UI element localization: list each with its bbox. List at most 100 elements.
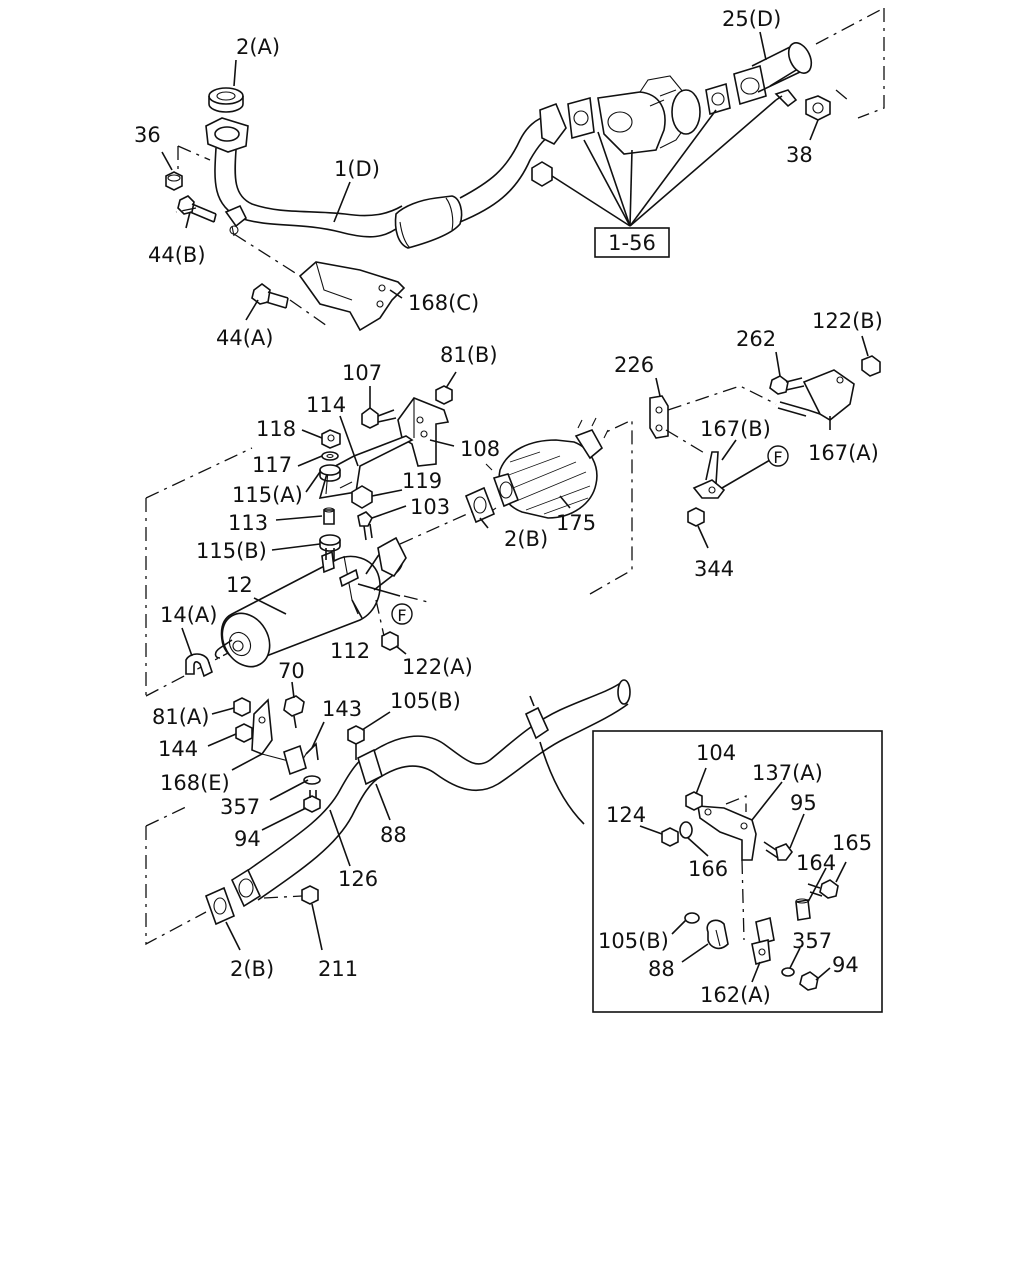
inset-clamp-88	[706, 919, 729, 950]
bolt-44b	[177, 195, 217, 223]
label-2b-mid: 2(B)	[504, 527, 548, 551]
gasket-2b-bot	[204, 886, 236, 926]
bracket-167a	[777, 369, 855, 421]
rubber-115b	[319, 534, 341, 560]
tail-pipe-126	[230, 679, 631, 908]
gasket-2b-mid	[464, 486, 496, 524]
label-124: 124	[606, 803, 646, 827]
collar-113	[323, 507, 335, 525]
hanger-226	[649, 395, 669, 439]
label-105b-inset: 105(B)	[598, 929, 669, 953]
gasket-2a	[208, 87, 244, 113]
front-exhaust-pipe-group	[205, 87, 567, 249]
label-107: 107	[342, 361, 382, 385]
circle-marker-f-right: F	[767, 445, 789, 467]
inset-nut-124	[661, 827, 679, 847]
nut-118	[321, 429, 341, 449]
nut-122a	[381, 631, 399, 651]
label-2a: 2(A)	[236, 35, 280, 59]
label-88-inset: 88	[648, 957, 675, 981]
bolt-44a	[251, 283, 289, 309]
label-108: 108	[460, 437, 500, 461]
label-114: 114	[306, 393, 346, 417]
svg-text:F: F	[773, 448, 782, 467]
part-labels: 2(A) 25(D) 36 1(D) 38 44(B) 168(C) 44(A)…	[134, 7, 883, 1007]
label-81a: 81(A)	[152, 705, 209, 729]
label-36: 36	[134, 123, 161, 147]
label-167b: 167(B)	[700, 417, 771, 441]
label-94: 94	[234, 827, 261, 851]
label-2b-bot: 2(B)	[230, 957, 274, 981]
rod-167b	[692, 451, 726, 499]
label-211: 211	[318, 957, 358, 981]
label-357-inset: 357	[792, 929, 832, 953]
label-94-inset: 94	[832, 953, 859, 977]
label-262: 262	[736, 327, 776, 351]
label-122a: 122(A)	[402, 655, 473, 679]
label-1d: 1(D)	[334, 157, 380, 181]
bolt-262	[769, 375, 805, 395]
nut-211	[301, 885, 319, 905]
label-14a: 14(A)	[160, 603, 217, 627]
svg-text:F: F	[397, 606, 406, 625]
bracket-108	[397, 397, 450, 467]
label-168e: 168(E)	[160, 771, 230, 795]
inset-nut-104	[685, 791, 703, 811]
label-103: 103	[410, 495, 450, 519]
hanger-14a	[185, 653, 213, 678]
bolt-103	[357, 511, 373, 541]
label-168c: 168(C)	[408, 291, 479, 315]
label-44b: 44(B)	[148, 243, 206, 267]
top-leader-lines	[161, 7, 885, 329]
nut-119	[351, 485, 373, 509]
bolt-70	[283, 695, 305, 729]
label-44a: 44(A)	[216, 326, 273, 350]
reference-box-1-56[interactable]: 1-56	[594, 227, 670, 258]
label-344: 344	[694, 557, 734, 581]
label-164: 164	[796, 851, 836, 875]
label-113: 113	[228, 511, 268, 535]
label-144: 144	[158, 737, 198, 761]
label-166: 166	[688, 857, 728, 881]
nut-144	[235, 723, 253, 743]
muffler-12	[214, 536, 407, 668]
inset-collar-164	[795, 898, 811, 921]
label-95: 95	[790, 791, 817, 815]
nut-36	[165, 171, 183, 191]
label-115a: 115(A)	[232, 483, 303, 507]
label-143: 143	[322, 697, 362, 721]
inset-bolt-95	[763, 841, 793, 861]
pipe-25d	[751, 42, 813, 93]
label-162a: 162(A)	[700, 983, 771, 1007]
label-167a: 167(A)	[808, 441, 879, 465]
nut-38	[805, 95, 831, 121]
label-115b: 115(B)	[196, 539, 267, 563]
washer-117	[321, 451, 339, 461]
label-175: 175	[556, 511, 596, 535]
rubber-115a	[319, 464, 341, 482]
label-117: 117	[252, 453, 292, 477]
middle-frame-lines	[145, 418, 633, 697]
label-81b: 81(B)	[440, 343, 498, 367]
label-105b: 105(B)	[390, 689, 461, 713]
inset-washer-166	[679, 821, 693, 839]
label-357: 357	[220, 795, 260, 819]
inset-nut-105b	[684, 912, 700, 924]
nut-81a	[233, 697, 251, 717]
inset-bracket-137a	[697, 805, 757, 861]
nut-81b	[435, 385, 453, 405]
nut-1-56	[531, 161, 553, 187]
bracket-168c	[298, 261, 406, 332]
label-112: 112	[330, 639, 370, 663]
inset-washer-357	[781, 967, 795, 977]
inset-bolt-94	[799, 971, 819, 991]
label-38: 38	[786, 143, 813, 167]
detail-inset	[592, 730, 883, 1013]
label-122b: 122(B)	[812, 309, 883, 333]
rubber-143	[283, 742, 319, 776]
label-119: 119	[402, 469, 442, 493]
bolt-107	[361, 407, 397, 429]
label-165: 165	[832, 831, 872, 855]
label-118: 118	[256, 417, 296, 441]
